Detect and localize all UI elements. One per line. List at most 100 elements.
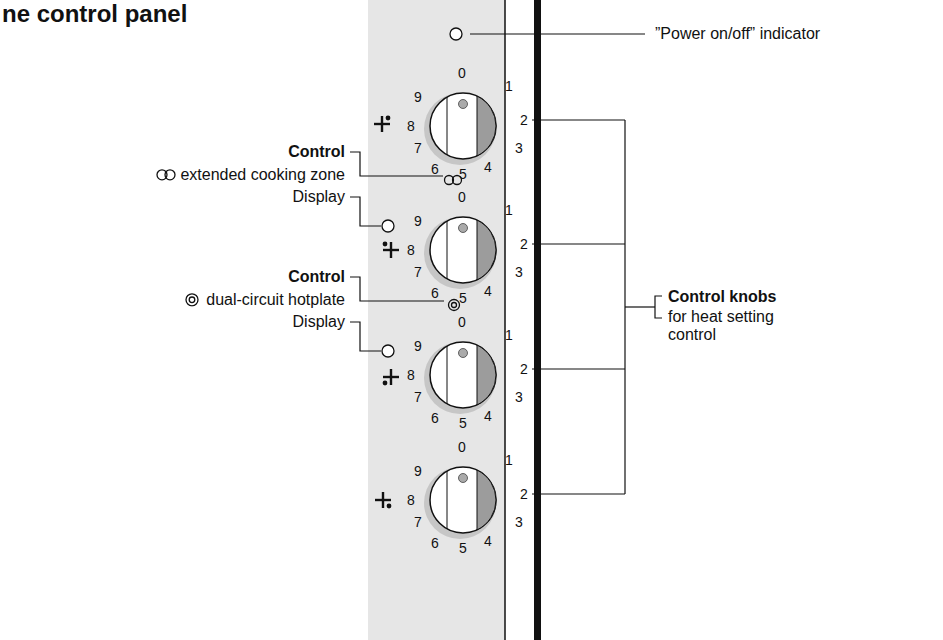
scale-number: 0 xyxy=(458,314,466,330)
knob-grip-edge xyxy=(447,221,448,279)
knob-body xyxy=(430,217,496,283)
display-lamps xyxy=(382,220,394,357)
symbol-ring xyxy=(186,294,198,306)
scale-number: 5 xyxy=(459,540,467,556)
symbol-dot xyxy=(383,381,388,386)
control-knob xyxy=(424,467,496,539)
scale-number: 3 xyxy=(515,514,523,530)
scale-number: 7 xyxy=(414,514,422,530)
knob-pointer xyxy=(459,224,468,233)
knob-pointer xyxy=(459,100,468,109)
scale-number: 0 xyxy=(458,189,466,205)
knob-shadow xyxy=(424,93,496,165)
callout-label: extended cooking zone xyxy=(180,166,345,183)
scale-number: 7 xyxy=(414,264,422,280)
knob-pointer xyxy=(459,349,468,358)
scale-number: 3 xyxy=(515,264,523,280)
symbol-bar xyxy=(390,369,392,385)
scale-number: 1 xyxy=(505,202,513,218)
panel-edge xyxy=(504,0,506,640)
scale-number: 1 xyxy=(505,452,513,468)
scale-number: 5 xyxy=(459,415,467,431)
knob-shadow xyxy=(424,217,496,289)
scale-number: 9 xyxy=(414,463,422,479)
scale-number: 4 xyxy=(484,283,492,299)
scale-number: 2 xyxy=(520,486,528,502)
symbol-dot xyxy=(383,242,388,247)
scale-number: 6 xyxy=(431,535,439,551)
knob-grip-edge xyxy=(447,346,448,404)
scale-number: 1 xyxy=(505,327,513,343)
scale-number: 9 xyxy=(414,338,422,354)
callout-heading: Control xyxy=(288,268,345,286)
scale-number: 9 xyxy=(414,89,422,105)
knob-shade xyxy=(477,345,496,405)
scale-number: 0 xyxy=(458,439,466,455)
knob-grip-edge xyxy=(447,471,448,529)
control-knob xyxy=(424,342,496,414)
symbol-bar xyxy=(382,492,384,508)
scale-number: 0 xyxy=(458,65,466,81)
scale-number: 6 xyxy=(431,161,439,177)
dual-circuit-symbol xyxy=(181,293,203,307)
knob-shadow xyxy=(424,342,496,414)
knob-grip-edge xyxy=(447,97,448,155)
hotplate-position-symbol xyxy=(383,242,399,258)
scale-number: 1 xyxy=(505,78,513,94)
callout-line: extended cooking zone xyxy=(155,166,345,184)
knob-shade xyxy=(477,470,496,530)
extended-zone-symbol xyxy=(155,168,177,182)
leader-line xyxy=(470,33,645,34)
callout-label: for heat setting control xyxy=(668,308,803,345)
symbol-ring xyxy=(165,170,175,180)
frame-bar xyxy=(534,0,541,640)
callout-label: Display xyxy=(293,188,345,206)
scale-number: 4 xyxy=(484,159,492,175)
panel-ground xyxy=(368,0,505,640)
page-title: ne control panel xyxy=(2,0,187,28)
scale-number: 3 xyxy=(515,389,523,405)
scale-number: 7 xyxy=(414,140,422,156)
scale-number: 2 xyxy=(520,361,528,377)
scale-number: 4 xyxy=(484,533,492,549)
callout-label: ”Power on/off” indicator xyxy=(655,25,820,43)
control-knob xyxy=(424,217,496,289)
control-knob xyxy=(424,93,496,165)
symbol-dot xyxy=(386,116,391,121)
symbol-bar xyxy=(381,116,383,132)
callout-label: Display xyxy=(293,313,345,331)
power-indicator xyxy=(450,28,462,40)
knob-shade xyxy=(477,96,496,156)
knob-pointer xyxy=(459,474,468,483)
scale-number: 8 xyxy=(407,242,415,258)
hotplate-position-symbol xyxy=(375,492,391,508)
callout-label: dual-circuit hotplate xyxy=(206,291,345,308)
symbol-bar xyxy=(390,242,392,258)
knob-body xyxy=(430,342,496,408)
symbol-ring xyxy=(189,297,195,303)
scale-number: 2 xyxy=(520,112,528,128)
scale-number: 6 xyxy=(431,410,439,426)
scale-number: 7 xyxy=(414,389,422,405)
scale-number: 2 xyxy=(520,236,528,252)
callout-heading: Control xyxy=(288,143,345,161)
scale-number: 3 xyxy=(515,140,523,156)
callout-heading: Control knobs xyxy=(668,288,776,306)
leader-lines xyxy=(350,120,662,494)
hotplate-position-symbol xyxy=(374,116,390,132)
callout-line: dual-circuit hotplate xyxy=(181,291,345,309)
scale-number: 6 xyxy=(431,285,439,301)
scale-number: 5 xyxy=(459,166,467,182)
scale-number: 8 xyxy=(407,118,415,134)
scale-number: 5 xyxy=(459,290,467,306)
knob-body xyxy=(430,93,496,159)
knob-shadow xyxy=(424,467,496,539)
scale-number: 9 xyxy=(414,213,422,229)
hotplate-position-symbol xyxy=(383,369,399,385)
knob-body xyxy=(430,467,496,533)
knob-shade xyxy=(477,220,496,280)
scale-number: 8 xyxy=(407,367,415,383)
scale-number: 4 xyxy=(484,408,492,424)
scale-number: 8 xyxy=(407,492,415,508)
